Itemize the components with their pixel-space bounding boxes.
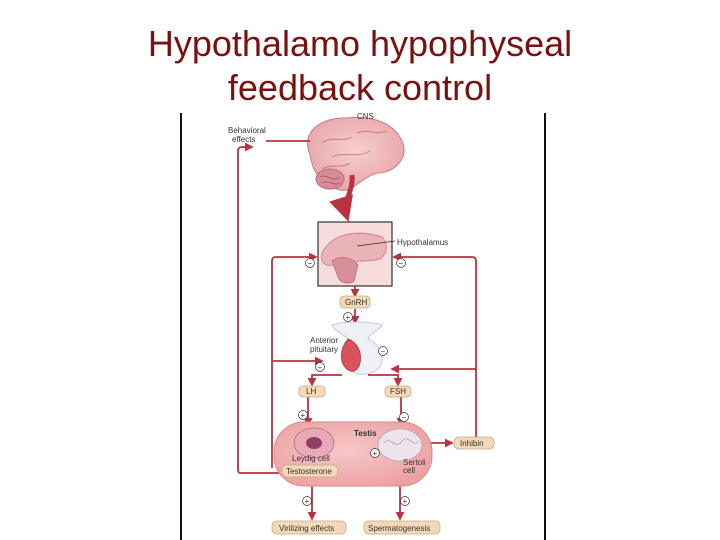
cns-to-hypothalamus-arrow	[329, 174, 355, 222]
sertoli-cell-label-line-1: Sertoli	[403, 458, 426, 467]
spermatogenesis-box	[363, 520, 441, 535]
svg-text:−: −	[402, 413, 407, 422]
testosterone-label: Testosterone	[286, 467, 332, 476]
pituitary-to-lh-path	[307, 374, 342, 387]
sign-pituitary-left: −	[315, 362, 325, 372]
behavioral-effects-label-line-2: effects	[232, 135, 255, 144]
slide-title-line-2: feedback control	[227, 67, 493, 108]
pituitary-illustration	[331, 321, 383, 375]
svg-text:+: +	[301, 411, 306, 420]
svg-text:+: +	[346, 313, 351, 322]
sign-testis-internal: +	[370, 448, 380, 458]
inhibin-label: Inhibin	[460, 439, 484, 448]
testosterone-to-hypothalamus-path	[271, 257, 316, 468]
sertoli-cell-label-line-2: cell	[403, 466, 415, 475]
gnrh-box	[339, 295, 371, 309]
feedback-diagram: CNS Behavioral effects Hypothalamus	[180, 113, 546, 540]
gnrh-label: GnRH	[345, 298, 367, 307]
svg-text:−: −	[381, 347, 386, 356]
sign-virilizing: +	[302, 496, 312, 506]
slide-title: Hypothalamo hypophyseal feedback control	[0, 22, 720, 110]
sign-hypothalamus-right: −	[396, 258, 406, 268]
sign-spermatogenesis: +	[400, 496, 410, 506]
sign-pituitary-right: −	[378, 346, 388, 356]
svg-text:+: +	[305, 497, 310, 506]
slide-title-line-1: Hypothalamo hypophyseal	[147, 23, 573, 64]
testosterone-box	[281, 464, 339, 478]
lh-box	[298, 385, 326, 398]
leydig-cell-label: Leydig cell	[292, 454, 330, 463]
feedback-pathways	[237, 140, 477, 521]
hypothalamus-box	[317, 221, 396, 287]
brain-illustration	[307, 116, 405, 191]
cns-label: CNS	[357, 113, 374, 121]
sign-gnrh: +	[343, 312, 353, 322]
virilizing-effects-box	[271, 520, 347, 535]
inhibin-box	[453, 436, 495, 450]
feedback-diagram-svg: CNS Behavioral effects Hypothalamus	[228, 113, 495, 535]
svg-text:−: −	[399, 259, 404, 268]
testis-label: Testis	[354, 429, 377, 438]
svg-text:−: −	[308, 259, 313, 268]
fsh-label: FSH	[390, 387, 406, 396]
sign-lh: +	[298, 410, 308, 420]
spermatogenesis-label: Spermatogenesis	[368, 524, 430, 533]
hypothalamus-label: Hypothalamus	[397, 238, 448, 247]
virilizing-effects-label: Virilizing effects	[279, 524, 334, 533]
sign-hypothalamus-left: −	[305, 258, 315, 268]
sign-fsh: −	[399, 412, 409, 422]
fsh-box	[384, 385, 412, 398]
svg-text:+: +	[403, 497, 408, 506]
svg-text:−: −	[318, 363, 323, 372]
pituitary-to-fsh-path	[368, 374, 403, 387]
anterior-pituitary-label-line-2: pituitary	[310, 345, 338, 354]
anterior-pituitary-label-line-1: Anterior	[310, 336, 338, 345]
lh-label: LH	[306, 387, 316, 396]
testosterone-to-behavior-path	[237, 142, 286, 474]
svg-text:+: +	[373, 449, 378, 458]
behavioral-effects-label-line-1: Behavioral	[228, 126, 266, 135]
